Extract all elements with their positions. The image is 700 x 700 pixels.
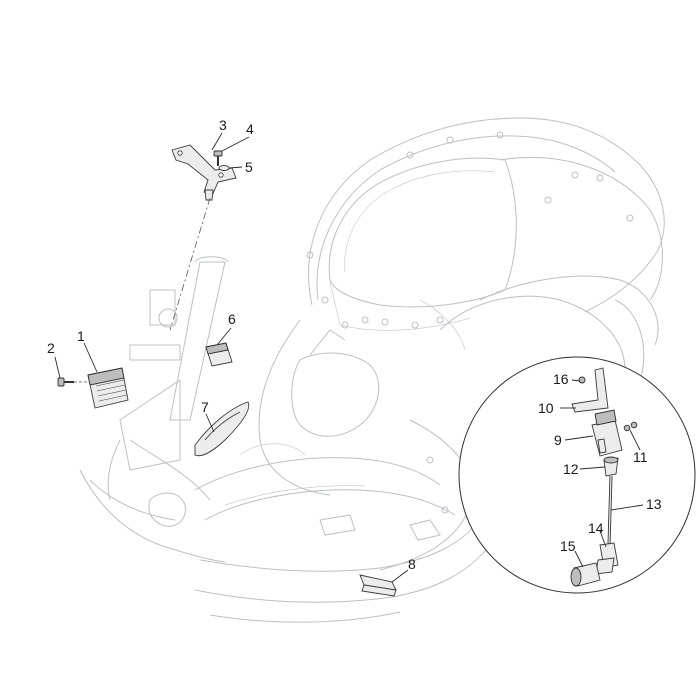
detail-inset [458, 356, 696, 594]
callout-12: 12 [563, 461, 579, 477]
callout-7: 7 [201, 399, 209, 415]
callout-10: 10 [538, 400, 554, 416]
screw-part-4 [213, 150, 223, 166]
callout-labels: 1 2 3 4 5 6 7 8 9 10 11 12 13 14 15 16 [47, 117, 662, 572]
callout-4: 4 [246, 121, 254, 137]
clip-part-8 [359, 574, 397, 597]
callout-5: 5 [245, 159, 253, 175]
spark-cap-part-15 [570, 562, 601, 587]
nut-part-16 [578, 376, 586, 384]
regulator-part [87, 367, 129, 409]
washer-part-5 [218, 165, 230, 171]
holder-part-7 [194, 401, 250, 457]
screws-part-11 [623, 421, 638, 432]
bracket-part-10 [571, 367, 609, 413]
ht-lead-part-13 [607, 475, 613, 546]
leader-lines [54, 132, 644, 583]
callout-6: 6 [228, 311, 236, 327]
callout-1: 1 [77, 328, 85, 344]
plug-cap-part-12 [603, 456, 619, 477]
bolt-part-2 [57, 377, 88, 387]
callout-15: 15 [560, 538, 576, 554]
callout-13: 13 [646, 496, 662, 512]
callout-8: 8 [408, 556, 416, 572]
callout-11: 11 [633, 449, 648, 465]
callout-9: 9 [554, 432, 562, 448]
coil-part-9 [591, 409, 623, 457]
callout-16: 16 [553, 371, 569, 387]
callout-2: 2 [47, 340, 55, 356]
bracket-part [171, 144, 237, 201]
scooter-body-outline [79, 117, 665, 623]
relay-part [205, 342, 233, 367]
callout-3: 3 [219, 117, 227, 133]
assembly-axis-line [169, 197, 211, 331]
callout-14: 14 [588, 520, 604, 536]
